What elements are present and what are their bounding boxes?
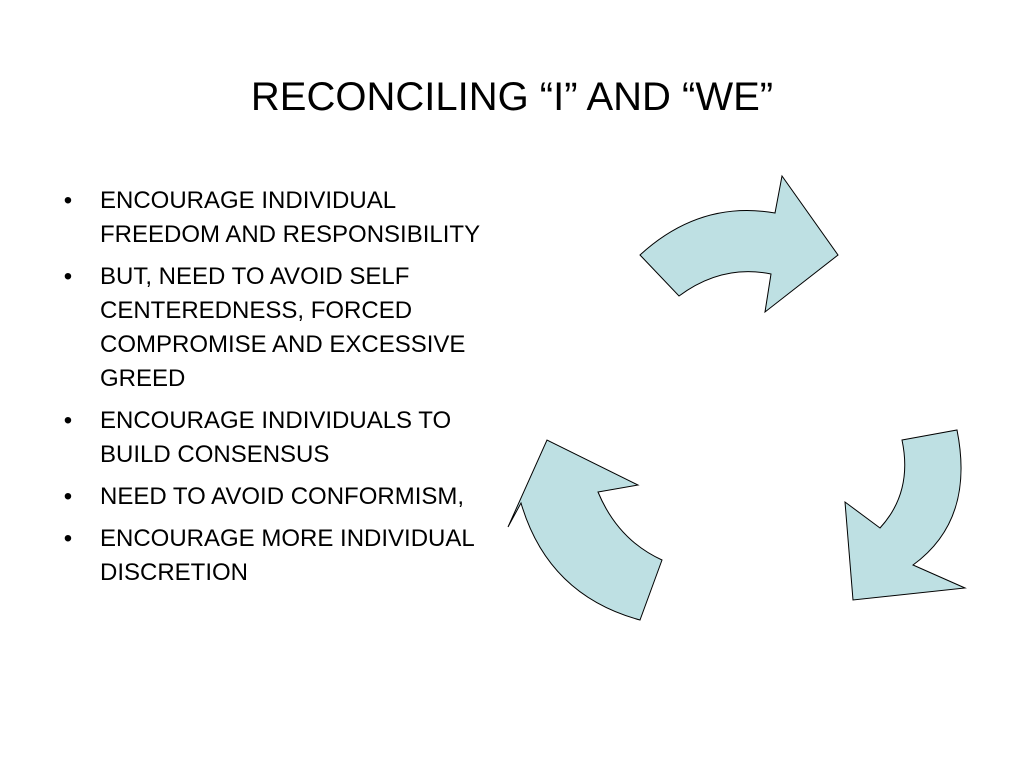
bullet-item-5: • ENCOURAGE MORE INDIVIDUAL DISCRETION	[58, 522, 488, 590]
slide-title: RECONCILING “I” AND “WE”	[250, 75, 774, 119]
bullet-text: ENCOURAGE INDIVIDUAL FREEDOM AND RESPONS…	[100, 187, 481, 248]
bullet-text: ENCOURAGE INDIVIDUALS TO BUILD CONSENSUS	[100, 407, 452, 468]
bullet-text: ENCOURAGE MORE INDIVIDUAL DISCRETION	[100, 525, 474, 586]
bullet-icon: •	[63, 483, 73, 510]
bullet-item-2: • BUT, NEED TO AVOID SELF CENTEREDNESS, …	[58, 260, 488, 396]
bullet-item-4: • NEED TO AVOID CONFORMISM,	[58, 480, 488, 514]
bullet-list: • ENCOURAGE INDIVIDUAL FREEDOM AND RESPO…	[58, 184, 488, 598]
bullet-icon: •	[63, 263, 73, 290]
bullet-item-3: • ENCOURAGE INDIVIDUALS TO BUILD CONSENS…	[58, 404, 488, 472]
cycle-arrow-right-icon	[844, 429, 967, 601]
bullet-icon: •	[63, 187, 73, 214]
bullet-icon: •	[63, 525, 73, 552]
cycle-arrow-left-icon	[507, 439, 663, 621]
bullet-text: NEED TO AVOID CONFORMISM,	[100, 483, 465, 510]
cycle-arrow-top-icon	[639, 174, 839, 314]
bullet-icon: •	[63, 407, 73, 434]
bullet-item-1: • ENCOURAGE INDIVIDUAL FREEDOM AND RESPO…	[58, 184, 488, 252]
bullet-text: BUT, NEED TO AVOID SELF CENTEREDNESS, FO…	[100, 263, 466, 392]
